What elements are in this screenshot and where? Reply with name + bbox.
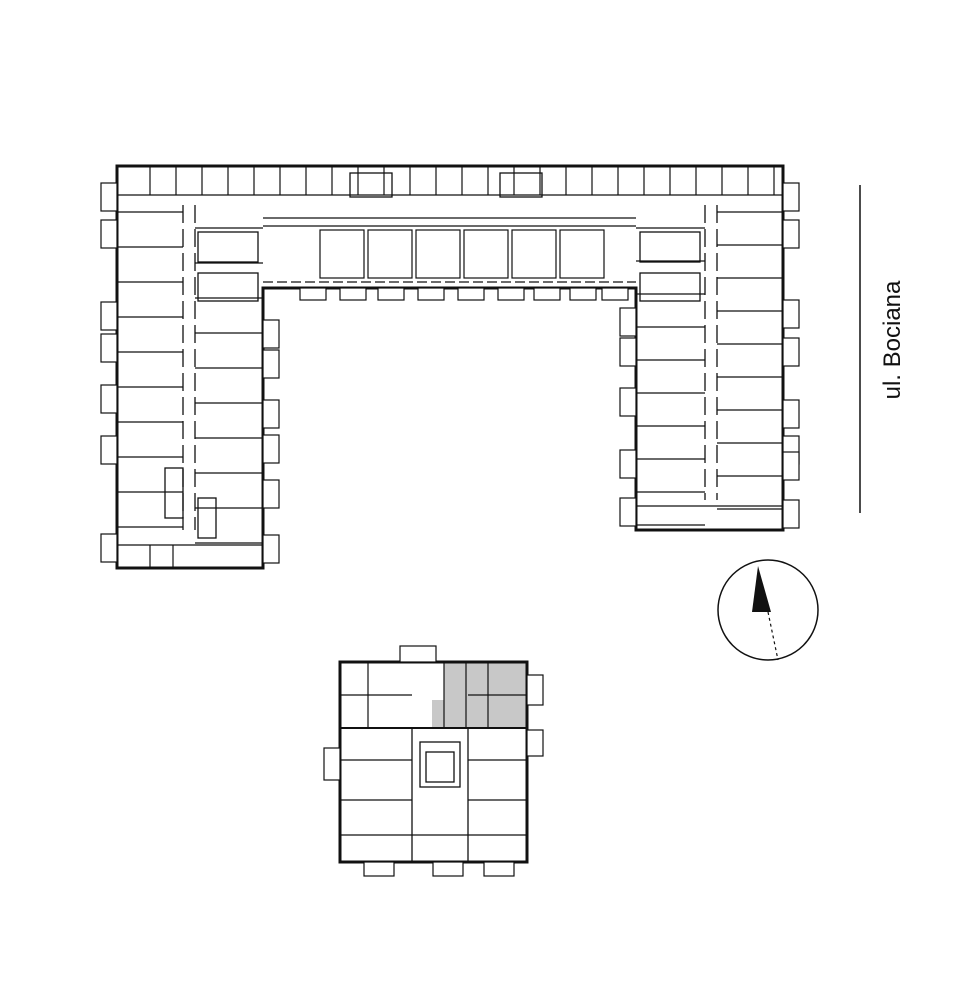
balcony [619,337,637,367]
balcony [363,861,395,877]
balcony [262,434,280,464]
balcony [100,182,118,212]
balcony [339,287,367,301]
balcony [262,479,280,509]
balcony [100,533,118,563]
balcony [782,337,800,367]
balcony [782,219,800,249]
balcony [782,182,800,212]
balcony [497,287,525,301]
main-building-rooms [117,166,783,568]
balcony [323,747,341,781]
room [463,229,509,279]
balcony [299,287,327,301]
balcony [483,861,515,877]
secondary-building-balconies [323,645,544,877]
balcony [619,449,637,479]
room [319,229,365,279]
balcony [417,287,445,301]
room [559,229,605,279]
main-building-balconies [100,182,800,564]
balcony [619,497,637,527]
balcony [526,674,544,706]
balcony [262,319,280,349]
balcony [262,349,280,379]
balcony [569,287,597,301]
balcony [782,299,800,329]
balcony [432,861,464,877]
balcony [100,384,118,414]
balcony [533,287,561,301]
balcony [100,435,118,465]
balcony [619,307,637,337]
main-building [115,164,785,570]
room [511,229,557,279]
balcony [619,387,637,417]
balcony [399,645,437,663]
balcony [526,729,544,757]
balcony [262,399,280,429]
balcony [782,399,800,429]
balcony [100,219,118,249]
balcony [377,287,405,301]
secondary-building-rooms [340,662,527,836]
balcony [100,333,118,363]
balcony [601,287,629,301]
north-arrow-icon [717,559,819,661]
balcony [100,301,118,331]
balcony [782,451,800,481]
room [415,229,461,279]
balcony [457,287,485,301]
street-name-label: ul. Bociana [879,280,906,400]
balcony [782,499,800,529]
room [367,229,413,279]
balcony [262,534,280,564]
